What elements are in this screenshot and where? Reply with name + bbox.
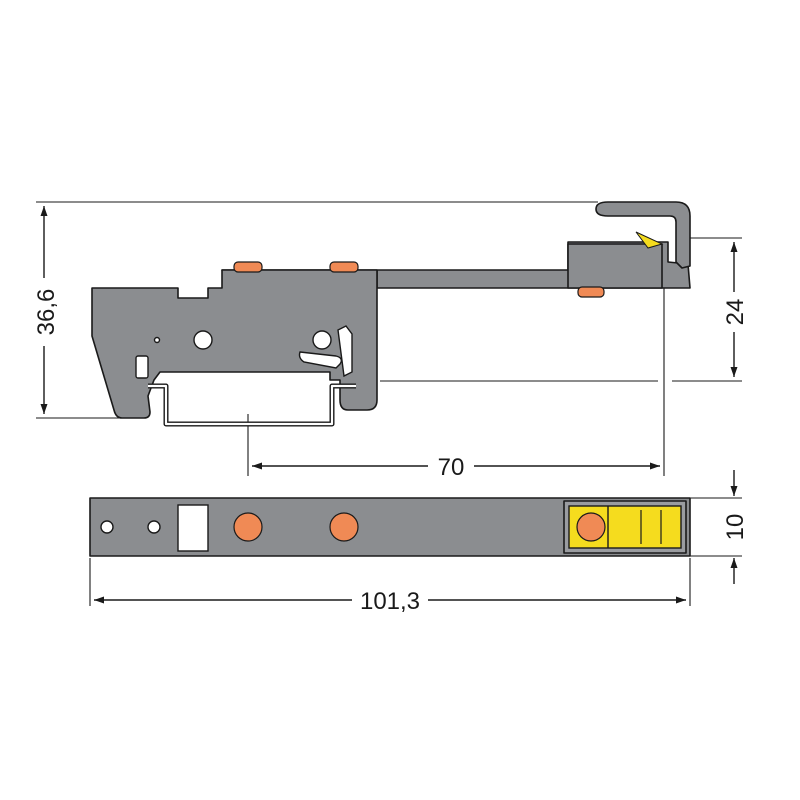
side-marker-1 bbox=[233, 261, 263, 273]
dim-bg-height-right bbox=[720, 292, 748, 332]
side-hole-2 bbox=[312, 330, 332, 350]
top-marker-2 bbox=[329, 512, 359, 542]
top-hole-2 bbox=[147, 520, 161, 534]
side-window bbox=[135, 355, 149, 379]
top-view: 10 101,3 bbox=[89, 470, 749, 615]
dim-width-rail: 70 bbox=[438, 454, 465, 481]
hook bbox=[595, 201, 691, 269]
din-rail bbox=[148, 383, 356, 427]
side-marker-2 bbox=[329, 261, 359, 273]
release-head bbox=[567, 243, 663, 289]
dim-thickness: 10 bbox=[722, 514, 749, 541]
dim-height-right: 24 bbox=[722, 299, 749, 326]
top-hole-1 bbox=[100, 520, 114, 534]
side-hole-1 bbox=[193, 330, 213, 350]
top-marker-3 bbox=[576, 512, 606, 542]
spring-clip-tail bbox=[337, 325, 353, 378]
housing-body bbox=[91, 269, 378, 419]
side-hole-small bbox=[153, 336, 161, 344]
top-window bbox=[177, 504, 209, 552]
dim-bg-width-rail bbox=[428, 452, 474, 480]
spring-clip bbox=[298, 351, 343, 369]
side-view: 36,6 24 70 bbox=[30, 201, 749, 481]
top-marker-1 bbox=[233, 512, 263, 542]
dim-height-total: 36,6 bbox=[33, 289, 60, 336]
dim-bg-height-total bbox=[30, 278, 58, 346]
dim-width-total: 101,3 bbox=[360, 588, 420, 615]
side-marker-3 bbox=[577, 286, 605, 298]
hook-latch bbox=[635, 231, 664, 249]
dim-bg-width-total bbox=[352, 586, 428, 614]
din-rail-inner bbox=[148, 384, 356, 426]
